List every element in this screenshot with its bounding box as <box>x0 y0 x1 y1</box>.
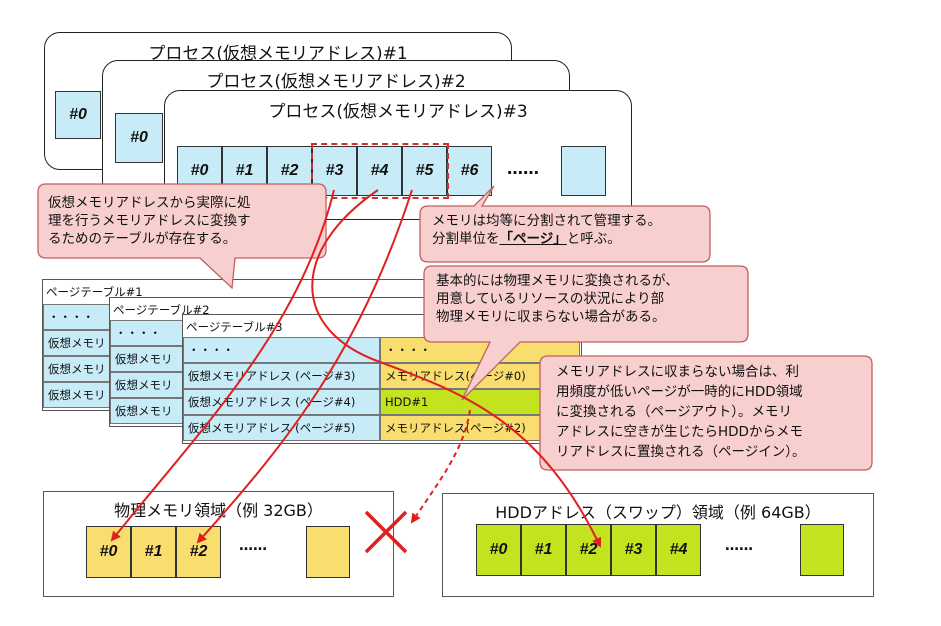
page-table-3-mapped-row: メモリアドレス(ページ#0) <box>380 363 580 389</box>
physical-memory-cell-free <box>306 526 350 578</box>
page-table-3: ページテーブル#3 ・・・・ ・・・・ 仮想メモリアドレス (ページ#3) メモ… <box>182 314 582 444</box>
hdd-swap-area: HDDアドレス（スワップ）領域（例 64GB） #0 #1 #2 #3 #4 …… <box>442 493 874 597</box>
process3-cell-2: #2 <box>267 146 312 196</box>
callout-line: リアドレスに置換される（ページイン）。 <box>556 444 806 460</box>
process-title-2: プロセス(仮想メモリアドレス)#2 <box>206 72 466 92</box>
callout-pages-suffix: と呼ぶ。 <box>566 231 621 247</box>
physical-memory-cell-2: #2 <box>176 526 221 578</box>
hdd-cell-1: #1 <box>521 524 566 576</box>
page-table-2-row: 仮想メモリ <box>110 346 185 372</box>
page-group-dashed-outline <box>311 143 449 199</box>
physical-memory-ellipsis: …… <box>239 538 267 554</box>
page-table-2-row: 仮想メモリ <box>110 372 185 398</box>
physical-memory-area: 物理メモリ領域（例 32GB） #0 #1 #2 …… <box>43 491 394 597</box>
callout-line: に変換される（ページアウト）。メモリ <box>556 404 792 420</box>
page-table-3-virtual-row: 仮想メモリアドレス (ページ#5) <box>183 415 380 441</box>
process3-cell-4: #4 <box>357 146 402 196</box>
callout-line: アドレスに空きが生じたらHDDからメモ <box>556 424 803 440</box>
callout-pages-prefix: 分割単位を <box>432 231 500 247</box>
process3-ellipsis: …… <box>507 159 539 178</box>
callout-line: 物理メモリに収まらない場合がある。 <box>436 309 666 325</box>
process-title-3: プロセス(仮想メモリアドレス)#3 <box>268 102 528 122</box>
page-table-3-dots-left: ・・・・ <box>183 337 380 363</box>
process1-cell-0: #0 <box>55 91 101 139</box>
process3-cell-1: #1 <box>222 146 267 196</box>
callout-line: 基本的には物理メモリに変換されるが、 <box>436 273 679 289</box>
callout-physical-text: 基本的には物理メモリに変換されるが、 用意しているリソースの状況により部 物理メ… <box>436 272 746 326</box>
process3-cell-6: #6 <box>447 146 492 196</box>
process2-cell-0: #0 <box>115 113 163 163</box>
page-table-2-dots-row: ・・・・ <box>110 320 185 346</box>
physical-memory-cell-0: #0 <box>86 526 131 578</box>
callout-line: 仮想メモリアドレスから実際に処 <box>48 195 251 211</box>
page-table-3-mapped-row: メモリアドレス(ページ#2) <box>380 415 580 441</box>
callout-pages-emphasis: 「ページ」 <box>499 231 567 247</box>
hdd-cell-0: #0 <box>476 524 521 576</box>
callout-line: メモリは均等に分割されて管理する。 <box>432 213 662 229</box>
callout-line: 用意しているリソースの状況により部 <box>436 291 665 307</box>
page-table-2-row: 仮想メモリ <box>110 398 185 424</box>
callout-table-exists-text: 仮想メモリアドレスから実際に処 理を行うメモリアドレスに変換す るためのテーブル… <box>48 194 320 248</box>
page-table-1-row: 仮想メモリ <box>43 356 113 382</box>
page-table-3-dots-right: ・・・・ <box>380 337 580 363</box>
page-table-3-virtual-row: 仮想メモリアドレス (ページ#4) <box>183 389 380 415</box>
hdd-ellipsis: …… <box>725 538 753 554</box>
callout-line: るためのテーブルが存在する。 <box>48 231 237 247</box>
page-table-3-mapped-row-hdd: HDD#1 <box>380 389 580 415</box>
page-table-1-dots-row: ・・・・ <box>43 304 113 330</box>
callout-line: 理を行うメモリアドレスに変換す <box>48 213 251 229</box>
callout-pages-text: メモリは均等に分割されて管理する。 分割単位を「ページ」と呼ぶ。 <box>432 212 708 248</box>
callout-swap-text: メモリアドレスに収まらない場合は、利 用頻度が低いページが一時的にHDD領域 に… <box>556 362 868 462</box>
physical-memory-title: 物理メモリ領域（例 32GB） <box>114 501 323 520</box>
hdd-swap-title: HDDアドレス（スワップ）領域（例 64GB） <box>495 503 821 522</box>
page-table-1-row: 仮想メモリ <box>43 330 113 356</box>
callout-line: 用頻度が低いページが一時的にHDD領域 <box>556 384 803 400</box>
hdd-cell-2: #2 <box>566 524 611 576</box>
callout-line: メモリアドレスに収まらない場合は、利 <box>556 364 799 380</box>
page-table-3-virtual-row: 仮想メモリアドレス (ページ#3) <box>183 363 380 389</box>
process3-cell-free <box>561 146 606 196</box>
callout-line: 分割単位を「ページ」と呼ぶ。 <box>432 230 708 248</box>
physical-memory-cell-1: #1 <box>131 526 176 578</box>
process3-cell-0: #0 <box>177 146 222 196</box>
hdd-cell-3: #3 <box>611 524 656 576</box>
process-title-1: プロセス(仮想メモリアドレス)#1 <box>148 44 408 64</box>
hdd-cell-free <box>800 524 844 576</box>
page-table-3-title: ページテーブル#3 <box>186 320 283 334</box>
hdd-cell-4: #4 <box>656 524 701 576</box>
page-table-1-row: 仮想メモリ <box>43 382 113 408</box>
